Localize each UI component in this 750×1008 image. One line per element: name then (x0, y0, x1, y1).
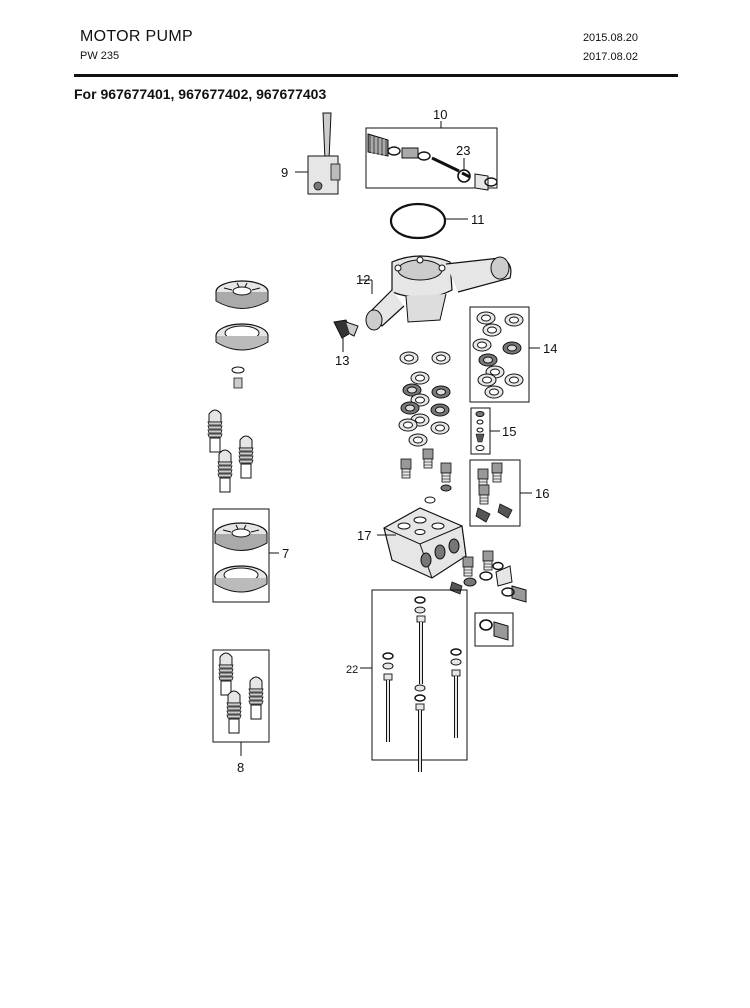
callout-10: 10 (433, 107, 447, 122)
callout-17: 17 (357, 528, 371, 543)
part-12-pump-head (360, 255, 512, 331)
part-8-plunger-kit (212, 649, 270, 756)
plunger-set-left (207, 409, 254, 493)
callout-13: 13 (335, 353, 349, 368)
part-7-swash-plate-kit (212, 508, 279, 603)
part-9-pressure-switch (295, 112, 341, 195)
callout-8: 8 (237, 760, 244, 775)
valves-center (400, 448, 452, 504)
swash-plate-assembly-left (215, 280, 269, 389)
model-number: PW 235 (80, 50, 120, 62)
callout-11: 11 (471, 212, 485, 227)
part-23-o-ring (457, 158, 471, 183)
plug-kit (474, 612, 514, 647)
part-14-seal-kit (469, 306, 540, 403)
part-16-valve-kit (469, 459, 532, 527)
callout-22: 22 (346, 664, 358, 676)
callout-9: 9 (281, 165, 288, 180)
model-applicability: For 967677401, 967677402, 967677403 (74, 86, 327, 102)
callout-14: 14 (543, 341, 557, 356)
part-13-fitting (333, 319, 359, 352)
part-22-bolt-kit (360, 589, 468, 774)
callout-12: 12 (356, 272, 370, 287)
part-17-manifold (377, 507, 467, 579)
document-title: MOTOR PUMP (80, 28, 193, 45)
part-11-manifold-o-ring (389, 202, 468, 240)
callout-16: 16 (535, 486, 549, 501)
part-10-unloader-kit (365, 121, 498, 191)
callout-15: 15 (502, 424, 516, 439)
part-15-valve-seal-kit (470, 407, 500, 455)
date-created: 2015.08.20 (582, 32, 638, 44)
callout-23: 23 (456, 143, 470, 158)
date-revised: 2017.08.02 (582, 51, 638, 63)
seal-stack-center (398, 351, 451, 447)
header-rule (74, 74, 678, 77)
callout-7: 7 (282, 546, 289, 561)
valve-caps-right (449, 550, 527, 603)
